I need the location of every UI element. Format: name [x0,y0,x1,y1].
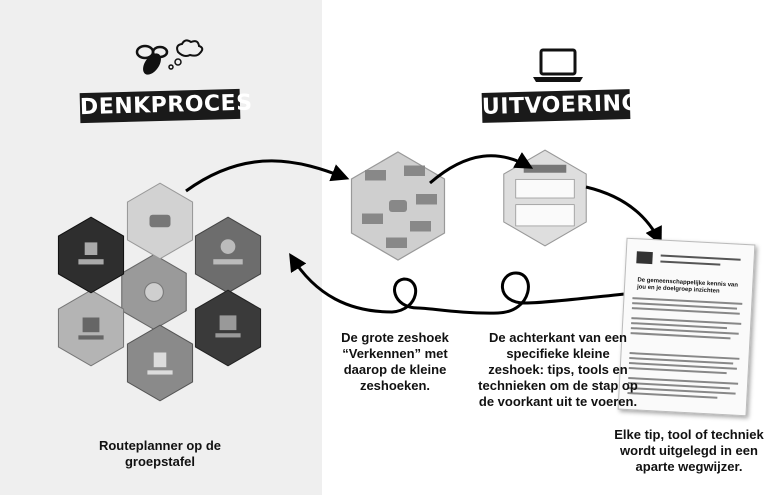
hexagon-bottom-right [194,289,262,367]
header-uitvoering: UITVOERING [481,89,640,123]
hexagon-top [126,182,194,260]
arrow-to-document [585,185,662,246]
hexagon-top-right [194,216,262,294]
caption-back-side: De achterkant van een specifieke kleine … [478,330,638,409]
caption-guide: Elke tip, tool of techniek wordt uitgele… [614,427,764,474]
document-title: De gemeenschappelijke kennis van jou en … [636,277,739,295]
caption-routeplanner: Routeplanner op de groepstafel [98,438,222,469]
verkennen-hexagon [350,151,446,261]
hexagon-bottom [126,324,194,402]
arrow-to-verkennen [185,159,350,193]
return-loop-arrow [289,252,636,315]
caption-big-hexagon: De grote zeshoek “Verkennen” met daarop … [341,330,449,393]
laptop-icon [533,48,583,82]
document-logo [636,251,653,265]
header-denkproces: DENKPROCES [79,88,253,124]
guide-document: De gemeenschappelijke kennis van jou en … [617,237,756,417]
bee-thinking-icon [135,39,204,75]
hexagon-bottom-left [57,289,125,367]
route-planner-hexagon [57,182,262,402]
hexagon-top-left [57,216,125,294]
back-side-hexagon [503,149,587,247]
arrow-to-back-side [429,152,534,185]
